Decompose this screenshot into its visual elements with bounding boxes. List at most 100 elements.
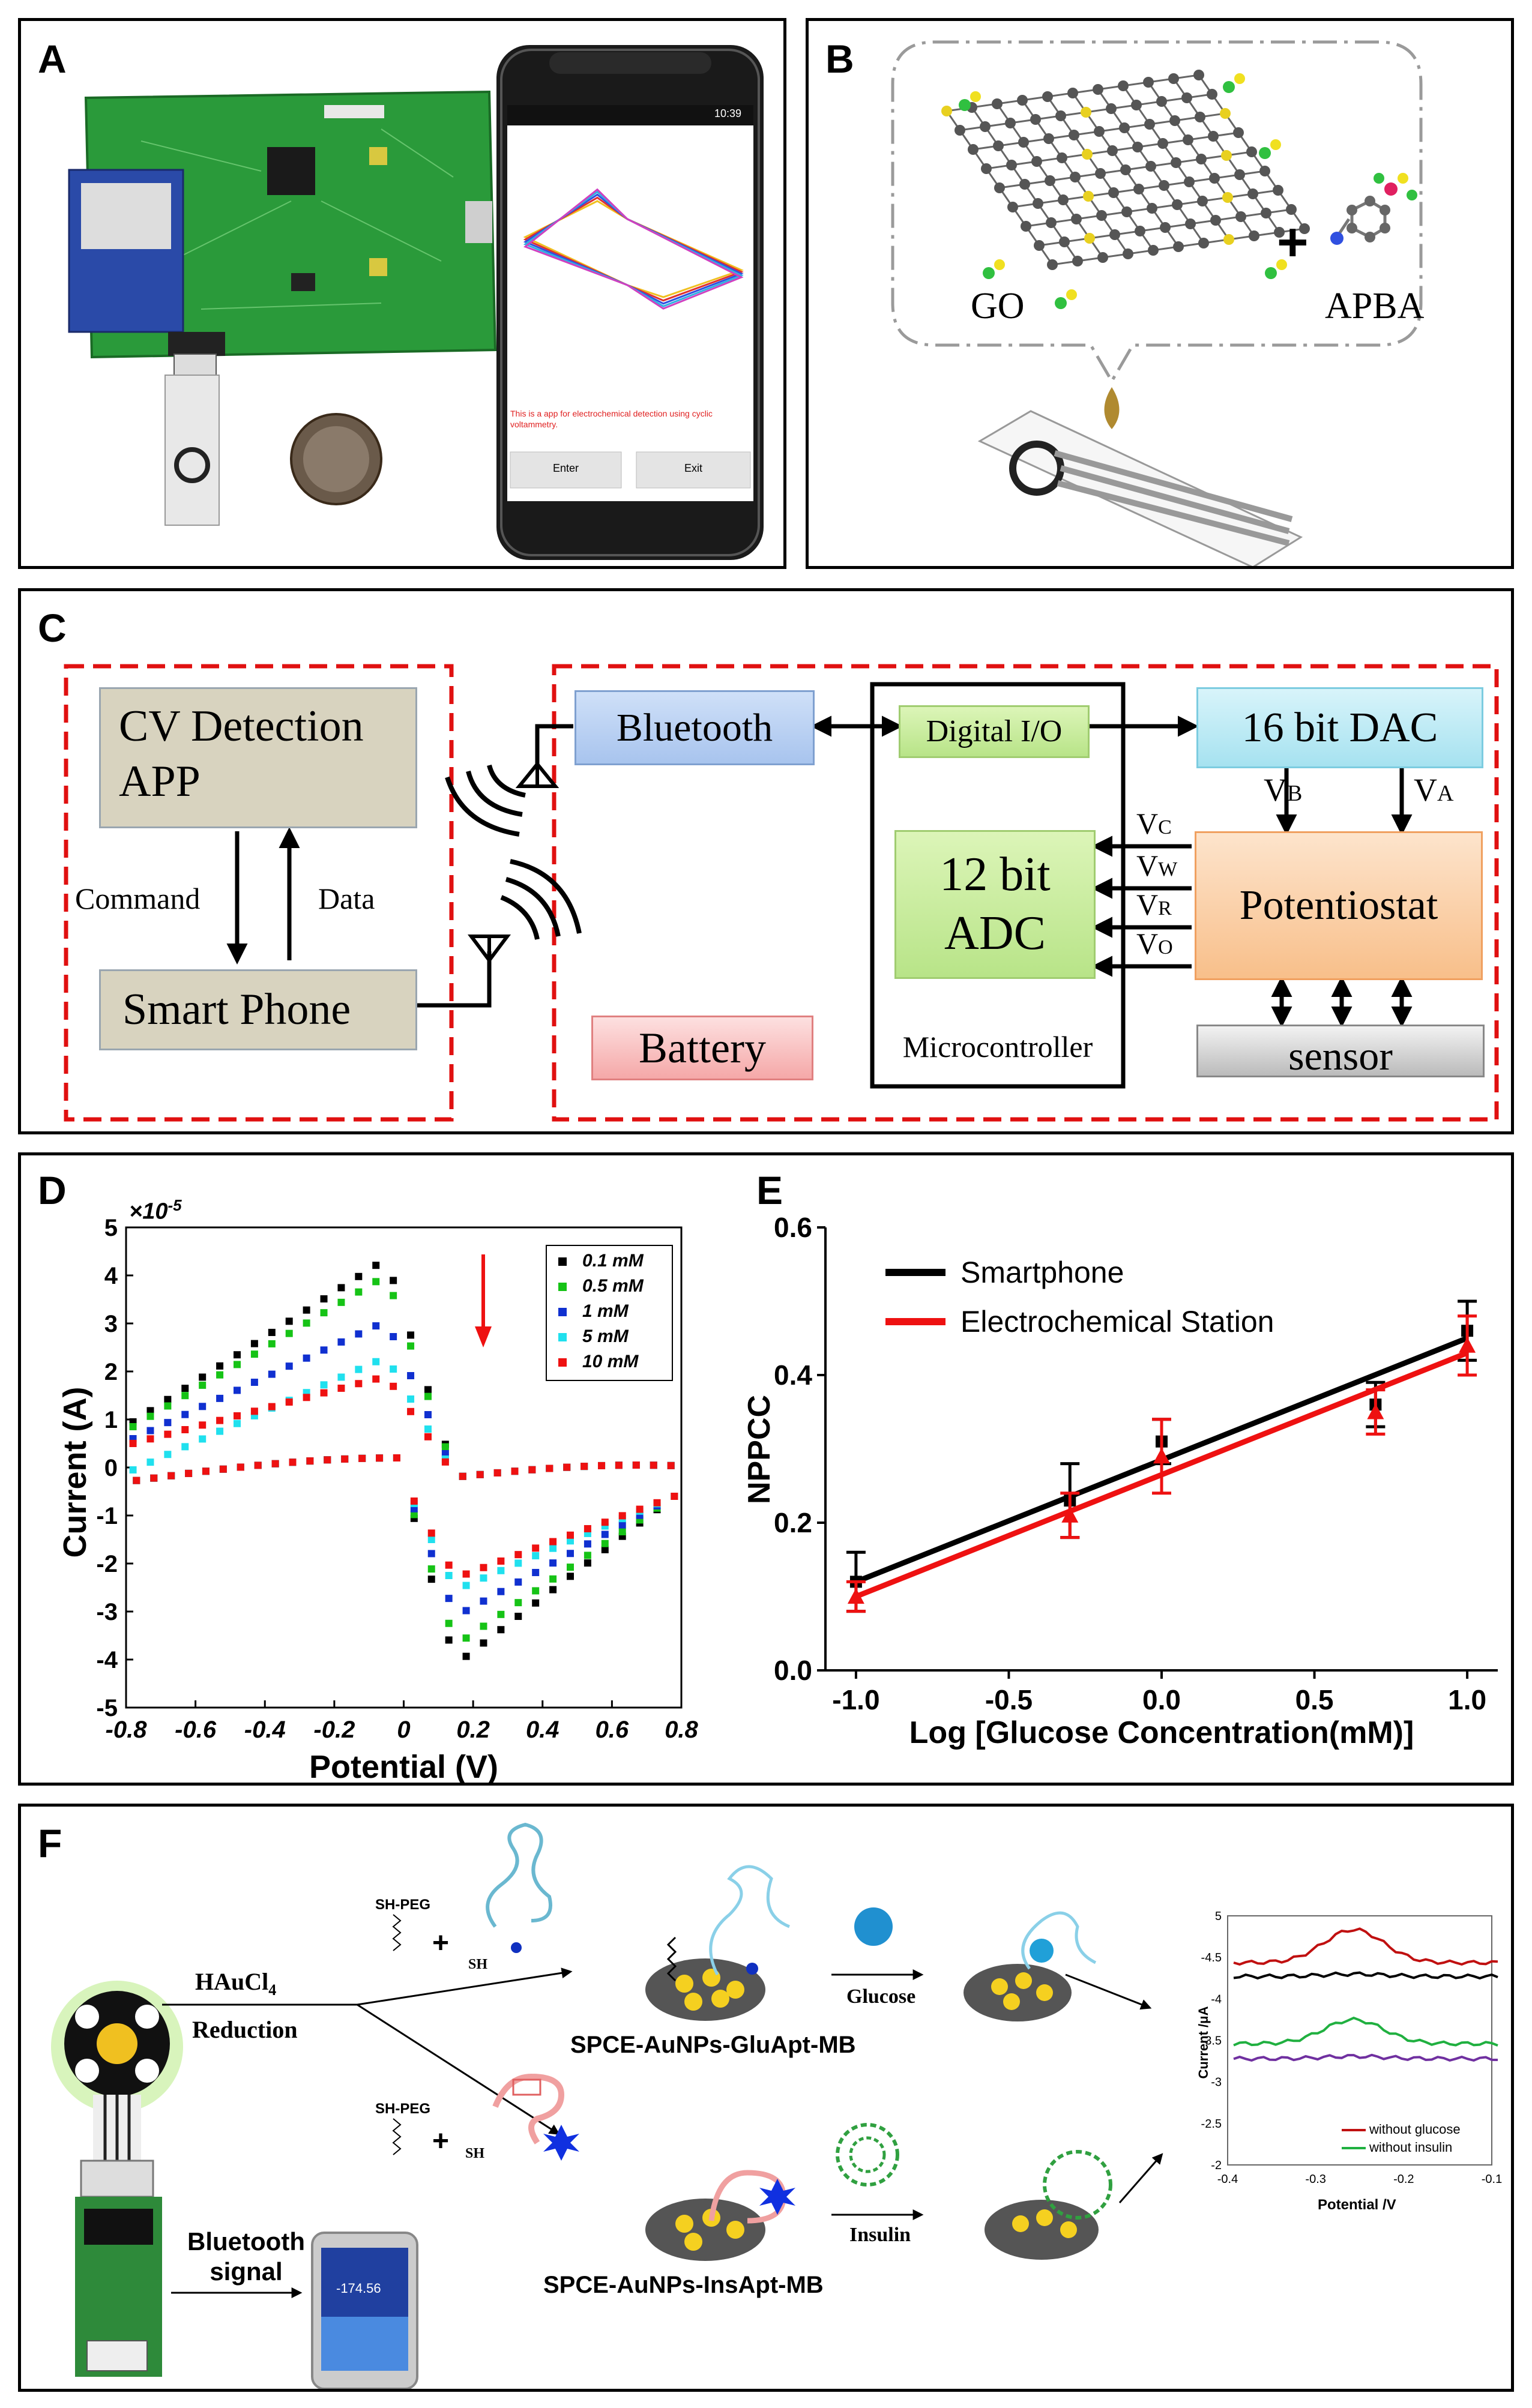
data-point — [497, 1610, 505, 1618]
device-illustration — [68, 45, 764, 560]
data-point — [150, 1474, 158, 1482]
phone-enter-button[interactable]: Enter — [552, 462, 579, 474]
data-point — [493, 1469, 501, 1476]
data-point — [427, 1565, 435, 1573]
carbon-atom — [1207, 89, 1217, 100]
reduction-label: Reduction — [192, 2016, 298, 2043]
data-point — [497, 1557, 505, 1565]
data-point — [337, 1384, 345, 1392]
data-point — [549, 1544, 557, 1552]
data-point — [216, 1427, 224, 1435]
carbon-atom — [1196, 154, 1207, 164]
pcb-board-image — [68, 90, 497, 526]
carbon-atom — [1031, 156, 1042, 167]
panel-a: A — [18, 18, 786, 569]
x-tick-label: -0.8 — [106, 1717, 148, 1743]
data-point — [511, 1467, 519, 1475]
y-tick-label: 0.4 — [774, 1359, 812, 1391]
data-point — [199, 1435, 207, 1443]
dpv-mini-chart: -0.4-0.3-0.2-0.15-4.5-4-3.5-3-2.5-2 — [1201, 1910, 1503, 2186]
data-point — [254, 1461, 262, 1469]
plus-sign: + — [1277, 212, 1309, 272]
carbon-atom — [1119, 122, 1130, 133]
data-point — [567, 1537, 574, 1545]
y-tick-label: 4 — [104, 1263, 118, 1289]
functional-group — [1066, 289, 1077, 300]
cv-curve-mini — [523, 188, 744, 310]
carbon-atom — [1120, 164, 1131, 175]
data-point — [601, 1540, 609, 1547]
data-point — [372, 1322, 380, 1330]
carbon-atom — [1059, 236, 1070, 247]
data-point — [250, 1407, 258, 1415]
data-point — [355, 1380, 363, 1388]
mini-y-tick-label: -3 — [1211, 2076, 1222, 2089]
data-point — [303, 1306, 310, 1314]
data-point — [376, 1454, 384, 1462]
carbon-atom — [1131, 100, 1142, 110]
carbon-atom — [1169, 115, 1180, 126]
apba-molecule — [1330, 173, 1417, 245]
functional-group — [994, 259, 1005, 270]
data-point — [199, 1421, 207, 1429]
carbon-atom — [1135, 226, 1145, 236]
data-point — [424, 1386, 432, 1394]
data-point — [181, 1385, 189, 1392]
legend-marker — [558, 1333, 567, 1341]
data-point — [390, 1333, 397, 1340]
electrode-sensor-image — [51, 1981, 183, 2377]
data-point — [1367, 1403, 1384, 1419]
y-tick-label: 2 — [104, 1359, 118, 1385]
data-point — [219, 1465, 227, 1473]
carbon-atom — [1019, 179, 1030, 190]
data-point — [532, 1552, 540, 1560]
data-point — [567, 1564, 574, 1571]
screen-printed-electrode — [977, 410, 1303, 566]
panel-label-b: B — [825, 37, 854, 81]
disc-ins — [645, 2170, 795, 2261]
functional-group — [970, 91, 981, 102]
phone-exit-button[interactable]: Exit — [684, 462, 702, 474]
data-point — [459, 1472, 466, 1480]
carbon-atom — [1197, 196, 1208, 206]
plus-top: + — [432, 1927, 450, 1959]
adc-line-1: 12 bit — [939, 848, 1051, 901]
carbon-atom — [993, 140, 1004, 151]
data-point — [164, 1395, 172, 1403]
data-label: Data — [318, 882, 375, 915]
mini-curve — [1233, 2053, 1498, 2062]
data-point — [355, 1330, 363, 1338]
data-point — [390, 1382, 397, 1390]
data-point — [164, 1430, 172, 1438]
data-point — [532, 1544, 540, 1552]
x-tick-label: -0.4 — [244, 1717, 286, 1743]
carbon-atom — [1005, 118, 1016, 128]
data-point — [424, 1392, 432, 1400]
ins-construct-label: SPCE-AuNPs-InsApt-MB — [543, 2272, 824, 2298]
carbon-atom — [1234, 169, 1245, 180]
go-label: GO — [971, 286, 1025, 327]
data-point — [427, 1529, 435, 1537]
data-point — [407, 1395, 415, 1403]
functional-group — [959, 99, 971, 111]
carbon-atom — [1107, 145, 1118, 156]
disc-glu — [645, 1865, 790, 2021]
carbon-atom — [1083, 191, 1094, 202]
adc-box: 12 bit ADC — [894, 830, 1096, 979]
data-point — [514, 1599, 522, 1607]
data-point — [355, 1365, 363, 1373]
carbon-atom — [1123, 248, 1133, 259]
functional-group — [1270, 139, 1281, 150]
data-point — [667, 1461, 675, 1469]
carbon-atom — [1144, 119, 1155, 130]
data-point — [480, 1622, 487, 1630]
data-point — [424, 1425, 432, 1433]
sh-peg-top: SH-PEG — [375, 1897, 431, 1913]
carbon-atom — [994, 182, 1005, 193]
carbon-atom — [1261, 208, 1271, 218]
disc-glu-bound — [964, 1911, 1097, 2021]
data-point — [303, 1394, 310, 1401]
data-point — [427, 1536, 435, 1543]
